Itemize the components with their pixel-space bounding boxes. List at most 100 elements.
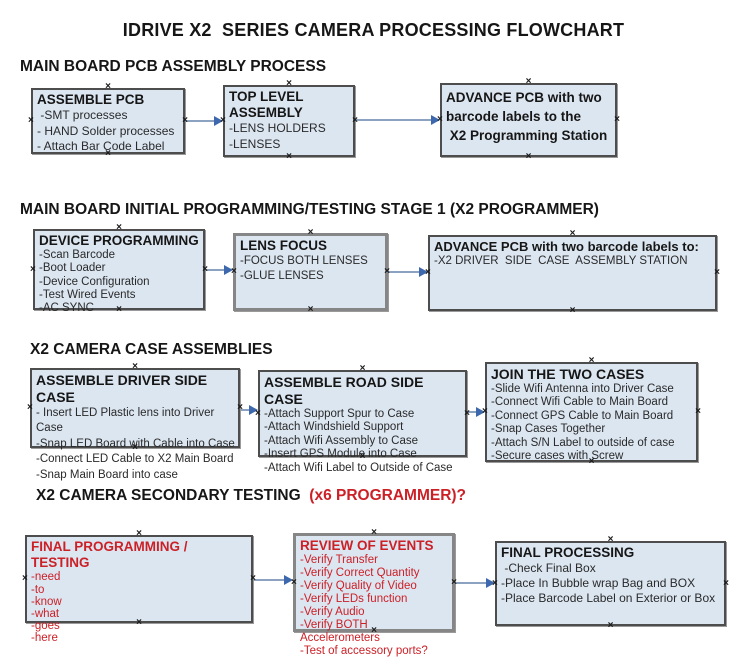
box-title: REVIEW OF EVENTS bbox=[300, 538, 434, 553]
box-line: -Slide Wifi Antenna into Driver Case bbox=[491, 382, 674, 395]
arrow-line bbox=[456, 582, 489, 584]
arrow-head bbox=[431, 115, 440, 125]
box-title: ASSEMBLE ROAD SIDE CASE bbox=[264, 374, 428, 407]
connector-handle-icon: × bbox=[286, 151, 292, 162]
box-line: -Attach S/N Label to outside of case bbox=[491, 436, 675, 449]
flow-box-final-processing: × × × × FINAL PROCESSING -Check Final Bo… bbox=[492, 535, 729, 631]
box-lines: -Verify Transfer-Verify Correct Quantity… bbox=[300, 554, 450, 658]
connector-handle-icon: × bbox=[132, 361, 138, 372]
box-line: -Verify Correct Quantity bbox=[300, 567, 420, 580]
connector-handle-icon: × bbox=[307, 227, 314, 238]
box-line: -Attach Support Spur to Case bbox=[264, 407, 415, 420]
arrow-line bbox=[468, 411, 479, 413]
box-line: -Snap LED Board with Cable into Case bbox=[36, 437, 235, 450]
flow-box-assemble-driver-side-case: × × × × ASSEMBLE DRIVER SIDE CASE - Inse… bbox=[27, 362, 243, 481]
flow-box-final-programming-testing: × × × × FINAL PROGRAMMING / TESTING -nee… bbox=[22, 529, 256, 645]
box-lines: -Attach Support Spur to Case-Attach Wind… bbox=[264, 408, 463, 476]
box-lines: -X2 DRIVER SIDE CASE ASSEMBLY STATION bbox=[434, 255, 713, 268]
box-line: -need bbox=[31, 571, 61, 584]
flow-box-assemble-pcb: × × × × ASSEMBLE PCB -SMT processes- HAN… bbox=[28, 82, 188, 159]
section-heading: MAIN BOARD INITIAL PROGRAMMING/TESTING S… bbox=[20, 201, 599, 219]
box-title: JOIN THE TWO CASES bbox=[491, 366, 645, 382]
box-line: -X2 DRIVER SIDE CASE ASSEMBLY STATION bbox=[434, 254, 688, 267]
box-lines: -Scan Barcode-Boot Loader-Device Configu… bbox=[39, 249, 201, 315]
box-line: -to bbox=[31, 583, 45, 596]
arrow-head bbox=[224, 265, 233, 275]
box-line: -Verify Quality of Video bbox=[300, 580, 417, 593]
box-line: -FOCUS BOTH LENSES bbox=[240, 255, 368, 268]
arrow-line bbox=[389, 271, 422, 273]
connector-handle-icon: × bbox=[136, 528, 142, 539]
box-line: -Check Final Box bbox=[501, 561, 596, 576]
connector-handle-icon: × bbox=[714, 267, 720, 278]
box-title: ADVANCE PCB with two barcode labels to t… bbox=[446, 90, 608, 143]
box-lines: -need-to-know-what-goes-here bbox=[31, 571, 249, 644]
connector-handle-icon: × bbox=[607, 534, 614, 545]
arrow-head bbox=[486, 578, 495, 588]
connector-handle-icon: × bbox=[105, 81, 111, 92]
connector-handle-icon: × bbox=[588, 355, 595, 366]
box-line: -what bbox=[31, 607, 60, 620]
arrow-line bbox=[254, 579, 287, 581]
box-line: -Test of accessory ports? bbox=[300, 645, 428, 658]
box-line: -AC SYNC bbox=[39, 302, 94, 314]
section-heading: X2 CAMERA SECONDARY TESTING (x6 PROGRAMM… bbox=[36, 487, 466, 505]
section-heading-text: X2 CAMERA SECONDARY TESTING bbox=[36, 487, 310, 504]
box-line: -LENS HOLDERS bbox=[229, 121, 326, 136]
section-heading-accent: (x6 PROGRAMMER)? bbox=[309, 487, 467, 504]
box-line: - Attach Bar Code Label bbox=[37, 139, 165, 154]
box-line: -Verify LEDs function bbox=[300, 593, 408, 606]
flow-box-assemble-road-side-case: × × × × ASSEMBLE ROAD SIDE CASE -Attach … bbox=[255, 364, 470, 474]
box-lines: -Check Final Box-Place In Bubble wrap Ba… bbox=[501, 561, 722, 606]
connector-handle-icon: × bbox=[30, 263, 36, 275]
box-line: -Test Wired Events bbox=[39, 288, 136, 301]
flow-box-review-of-events: × × × × REVIEW OF EVENTS -Verify Transfe… bbox=[291, 528, 457, 658]
box-line: -Attach Wifi Assembly to Case bbox=[264, 434, 419, 447]
box-line: -Secure cases with Screw bbox=[491, 450, 624, 463]
box-line: -Device Configuration bbox=[39, 275, 150, 288]
section-heading: X2 CAMERA CASE ASSEMBLIES bbox=[30, 341, 273, 359]
section-heading-text: MAIN BOARD INITIAL PROGRAMMING/TESTING S… bbox=[20, 201, 599, 218]
box-line: -Boot Loader bbox=[39, 262, 106, 275]
box-line: -SMT processes bbox=[37, 108, 128, 123]
box-line: - HAND Solder processes bbox=[37, 123, 175, 138]
box-title: ADVANCE PCB with two barcode labels to: bbox=[434, 239, 699, 254]
box-lines: -Slide Wifi Antenna into Driver Case-Con… bbox=[491, 383, 694, 464]
box-line: -Attach Wifi Label to Outside of Case bbox=[264, 461, 453, 474]
box-title: ASSEMBLE DRIVER SIDE CASE bbox=[36, 372, 212, 405]
box-line: -GLUE LENSES bbox=[240, 270, 324, 283]
box-line: -Verify BOTH Accelerometers bbox=[300, 619, 380, 645]
section-heading: MAIN BOARD PCB ASSEMBLY PROCESS bbox=[20, 58, 326, 76]
flow-box-advance-pcb-driver-side-station: × × × × ADVANCE PCB with two barcode lab… bbox=[425, 229, 720, 316]
box-line: -Connect LED Cable to X2 Main Board bbox=[36, 453, 234, 466]
connector-handle-icon: × bbox=[116, 222, 122, 233]
box-title: FINAL PROGRAMMING / TESTING bbox=[31, 539, 192, 571]
flow-box-top-level-assembly: × × × × TOP LEVEL ASSEMBLY -LENS HOLDERS… bbox=[220, 79, 358, 162]
connector-handle-icon: × bbox=[614, 114, 620, 125]
connector-handle-icon: × bbox=[286, 78, 292, 89]
box-line: -Insert GPS Module into Case bbox=[264, 448, 417, 461]
connector-handle-icon: × bbox=[723, 577, 729, 589]
box-title: FINAL PROCESSING bbox=[501, 545, 635, 560]
box-line: -Attach Windshield Support bbox=[264, 421, 404, 434]
box-lines: -LENS HOLDERS-LENSES bbox=[229, 121, 351, 152]
box-lines: -FOCUS BOTH LENSES -GLUE LENSES bbox=[240, 254, 383, 284]
flowchart-title: IDRIVE X2 SERIES CAMERA PROCESSING FLOWC… bbox=[122, 20, 625, 40]
connector-handle-icon: × bbox=[525, 151, 532, 162]
connector-handle-icon: × bbox=[359, 363, 366, 374]
flow-box-advance-pcb-programming-station: × × × × ADVANCE PCB with two barcode lab… bbox=[437, 77, 620, 162]
connector-handle-icon: × bbox=[371, 527, 377, 538]
box-title: DEVICE PROGRAMMING bbox=[39, 233, 199, 248]
box-line: -Snap Main Board into case bbox=[36, 468, 178, 481]
box-line: -Place Barcode Label on Exterior or Box bbox=[501, 591, 716, 606]
box-line: -Scan Barcode bbox=[39, 249, 116, 262]
flow-box-device-programming: × × × × DEVICE PROGRAMMING -Scan Barcode… bbox=[30, 223, 208, 315]
box-line: -Connect Wifi Cable to Main Board bbox=[491, 396, 669, 409]
connector-handle-icon: × bbox=[307, 304, 314, 315]
box-lines: - Insert LED Plastic lens into Driver Ca… bbox=[36, 406, 236, 484]
connector-handle-icon: × bbox=[525, 76, 532, 87]
connector-handle-icon: × bbox=[569, 305, 576, 316]
flow-box-join-the-two-cases: × × × × JOIN THE TWO CASES -Slide Wifi A… bbox=[482, 356, 701, 467]
box-line: -here bbox=[31, 632, 58, 645]
